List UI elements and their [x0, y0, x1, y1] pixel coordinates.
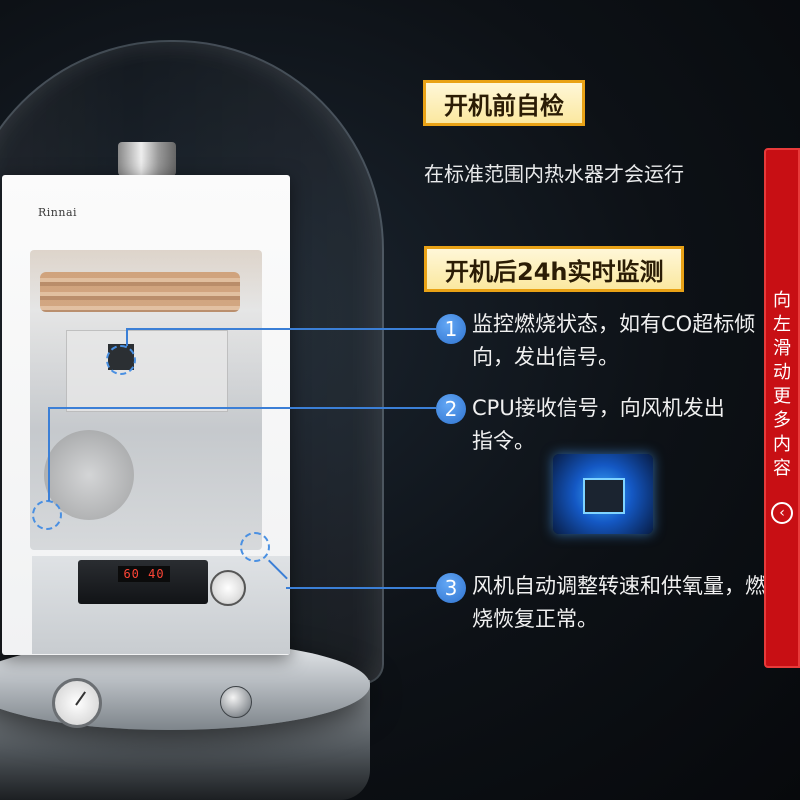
brand-logo: Rinnai: [38, 206, 78, 219]
heat-exchanger-pipes: [40, 272, 240, 312]
slide-more-label[interactable]: 向左滑动更多内容: [770, 290, 791, 482]
step-text-2: CPU接收信号，向风机发出指令。: [472, 396, 725, 453]
knob-icon: [220, 686, 252, 718]
callout-line-2: [48, 407, 436, 409]
callout-line-1: [126, 328, 436, 330]
callout-ring-fan: [240, 532, 270, 562]
callout-ring-cpu: [32, 500, 62, 530]
callout-line-2-drop: [48, 407, 50, 501]
step-badge-1: 1: [436, 314, 466, 344]
pressure-gauge-icon: [52, 678, 102, 728]
step-text-3: 风机自动调整转速和供氧量，燃烧恢复正常。: [472, 574, 766, 631]
step-text-1: 监控燃烧状态，如有CO超标倾向，发出信号。: [472, 312, 756, 369]
flue-pipe: [118, 142, 176, 176]
control-board: [66, 330, 228, 412]
callout-line-1-drop: [126, 328, 128, 346]
chevron-left-icon[interactable]: ‹: [771, 502, 793, 524]
step-badge-2: 2: [436, 394, 466, 424]
slide-more-tab[interactable]: [764, 148, 800, 668]
tag-self-check: 开机前自检: [423, 80, 585, 126]
callout-line-3: [286, 587, 436, 589]
temperature-display: 60 40: [118, 566, 170, 582]
cpu-chip-icon: [583, 478, 625, 514]
self-check-description: 在标准范围内热水器才会运行: [424, 162, 684, 186]
tag-realtime-monitor: 开机后24h实时监测: [424, 246, 685, 292]
temperature-dial-icon: [210, 570, 246, 606]
step-badge-3: 3: [436, 573, 466, 603]
callout-ring-sensor: [106, 345, 136, 375]
